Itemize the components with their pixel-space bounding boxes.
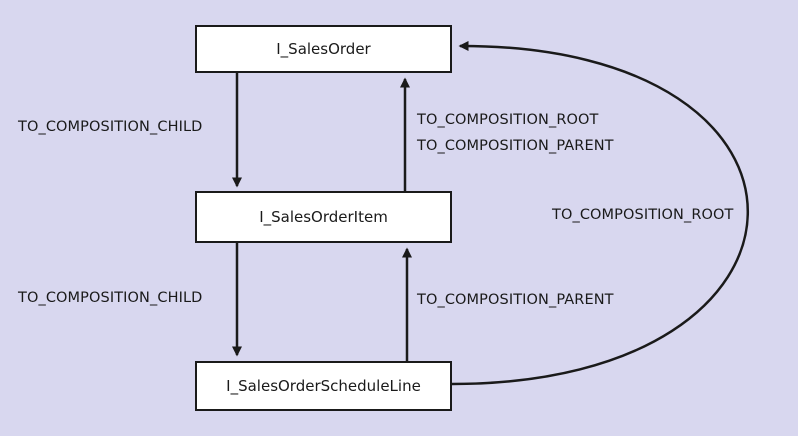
edge-label-item-to-schedule-child: TO_COMPOSITION_CHILD — [18, 290, 203, 306]
node-sales-order: I_SalesOrder — [195, 25, 452, 73]
node-schedule-line-label: I_SalesOrderScheduleLine — [226, 377, 421, 395]
node-sales-order-item-label: I_SalesOrderItem — [259, 208, 388, 226]
node-sales-order-item: I_SalesOrderItem — [195, 191, 452, 243]
node-sales-order-label: I_SalesOrder — [276, 40, 371, 58]
node-schedule-line: I_SalesOrderScheduleLine — [195, 361, 452, 411]
edge-schedule-to-order-root — [451, 40, 749, 386]
edge-label-item-to-order-root: TO_COMPOSITION_ROOT — [417, 112, 599, 128]
edge-label-order-to-item-child: TO_COMPOSITION_CHILD — [18, 119, 203, 135]
edge-label-item-to-order-parent: TO_COMPOSITION_PARENT — [417, 138, 614, 154]
edge-label-schedule-to-item-parent: TO_COMPOSITION_PARENT — [417, 292, 614, 308]
edge-label-schedule-to-order-root: TO_COMPOSITION_ROOT — [552, 207, 734, 223]
